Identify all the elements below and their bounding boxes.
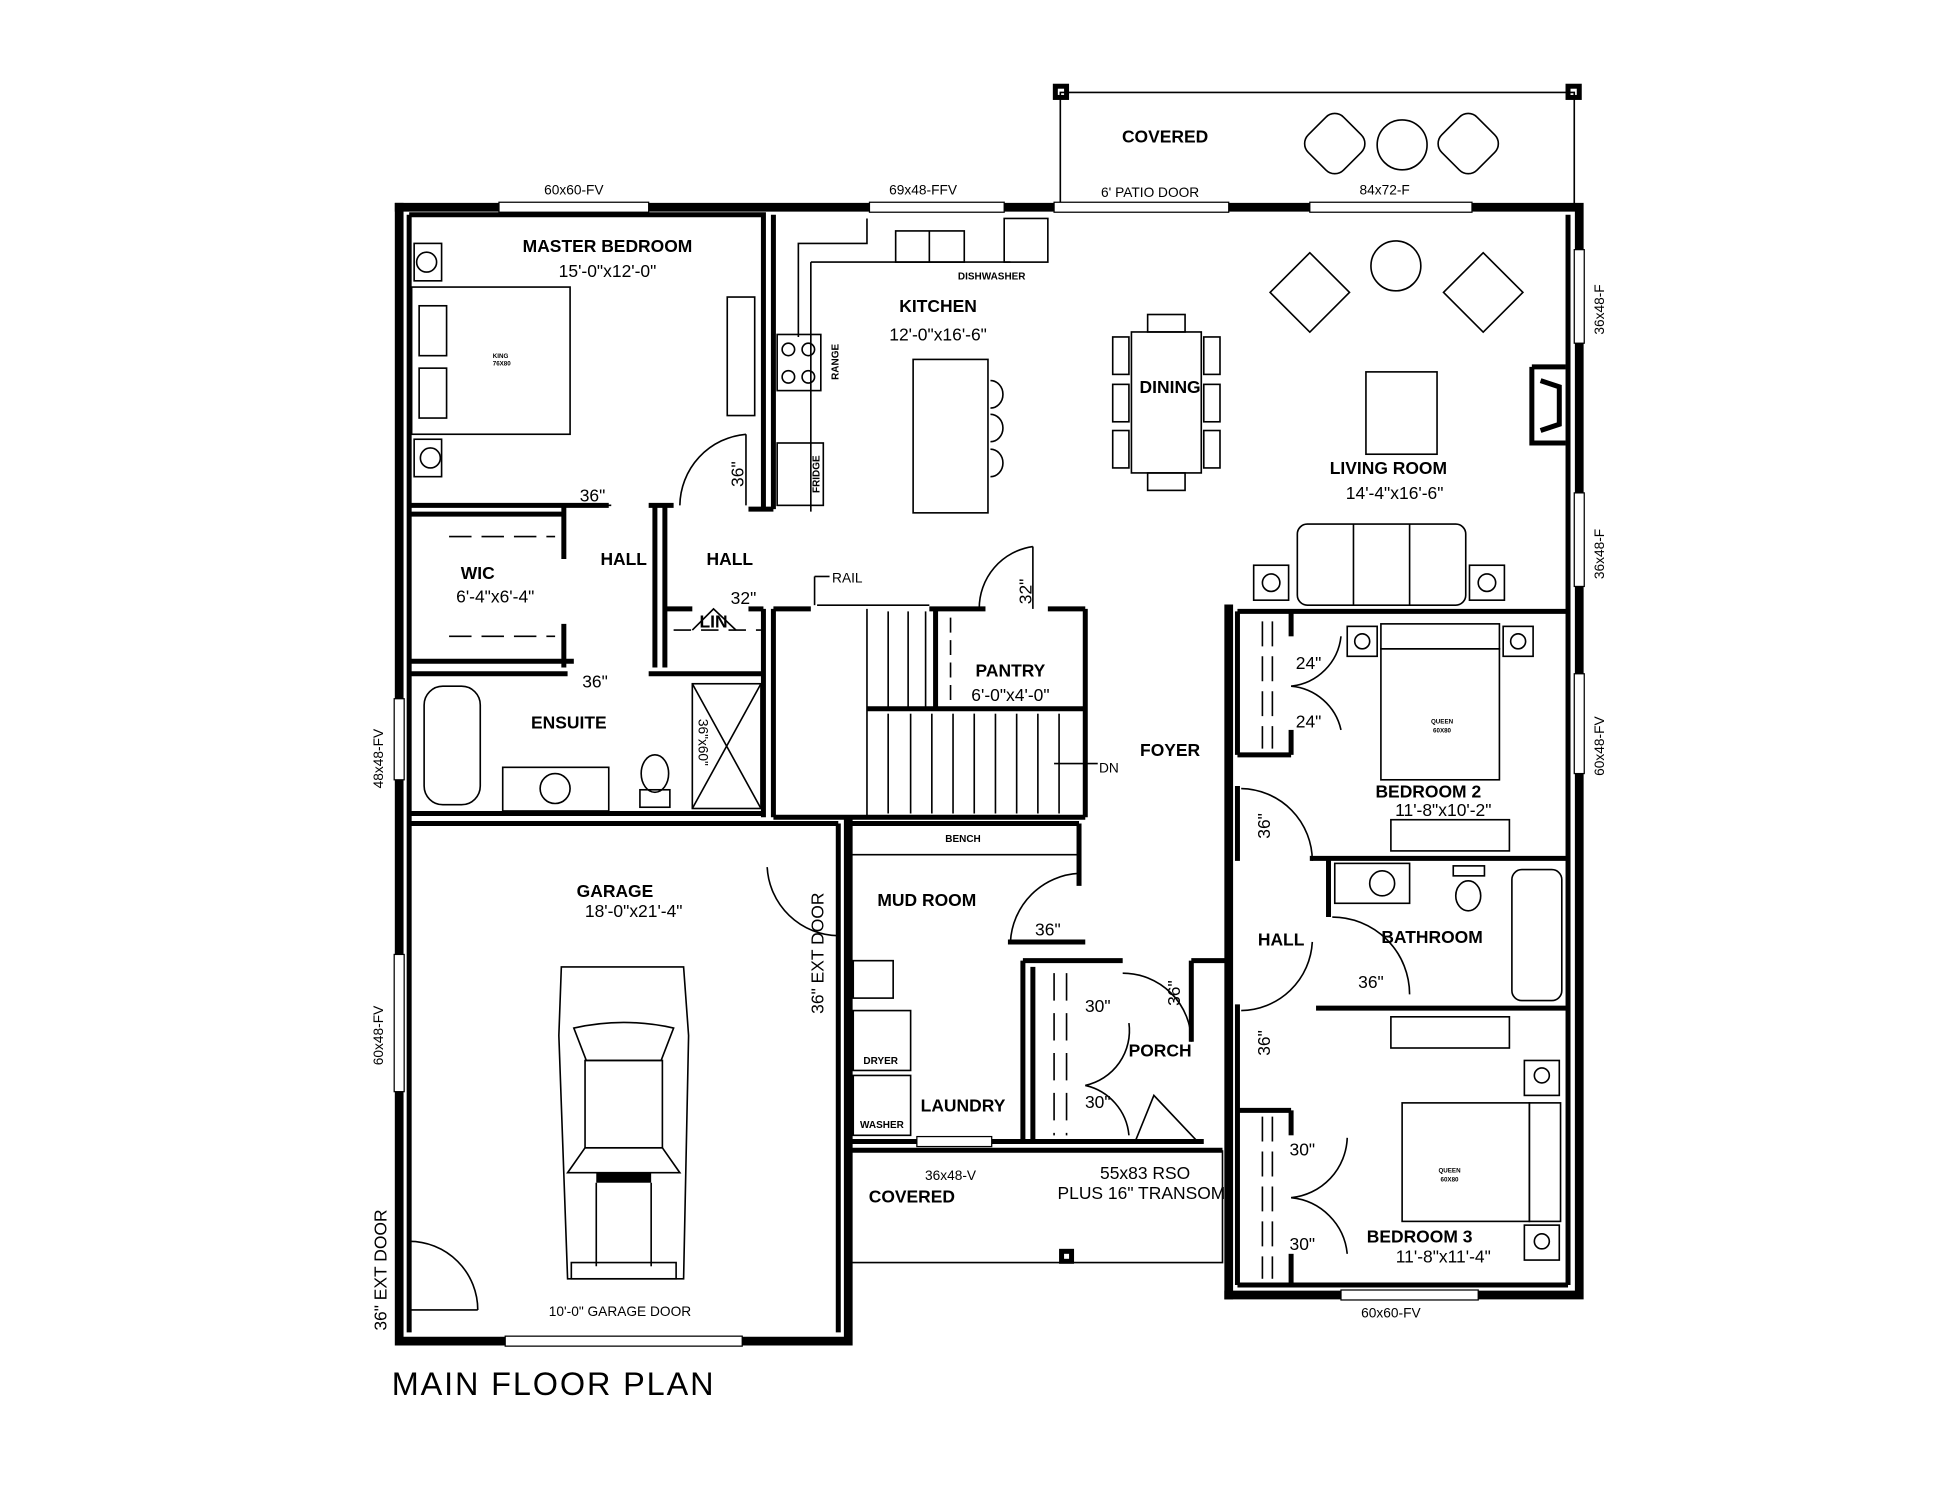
fixture-dishwasher: DISHWASHER: [958, 272, 1026, 283]
fixture-king-bed-size: 76X80: [493, 361, 512, 368]
room-garage-dims: 18'-0"x21'-4": [585, 901, 683, 921]
door-porch: 36": [1164, 980, 1184, 1006]
window-patio-door: 6' PATIO DOOR: [1101, 185, 1199, 200]
room-hall-1: HALL: [600, 549, 647, 569]
room-foyer: FOYER: [1140, 740, 1201, 760]
room-living-dims: 14'-4"x16'-6": [1346, 483, 1444, 503]
door-swings: [409, 433, 1411, 1311]
window-living-right-1: 36x48-F: [1592, 284, 1607, 334]
room-bedroom-3: BEDROOM 3: [1367, 1227, 1473, 1247]
room-hall-3: HALL: [1258, 930, 1305, 950]
window-living-top: 84x72-F: [1359, 183, 1409, 198]
room-wic-dims: 6'-4"x6'-4": [456, 587, 534, 607]
furniture: [410, 112, 1566, 1280]
fixture-labels: DISHWASHER RANGE FRIDGE KING 76X80 QUEEN…: [493, 272, 1461, 1184]
room-bathroom: BATHROOM: [1381, 927, 1482, 947]
door-porch-closet-2: 30": [1085, 1092, 1111, 1112]
door-shower: 36"x60": [696, 719, 711, 766]
room-bedroom-2-dims: 11'-8"x10'-2": [1395, 800, 1491, 820]
window-kitchen-top: 69x48-FFV: [889, 183, 958, 198]
room-porch: PORCH: [1129, 1041, 1192, 1061]
room-linen: LIN: [699, 612, 727, 632]
door-bed2-closet-2: 24": [1296, 711, 1322, 731]
door-bed3-closet-2: 30": [1290, 1234, 1316, 1254]
interior-walls: [406, 212, 1571, 1333]
covered-patio: [1052, 83, 1582, 208]
room-ensuite: ENSUITE: [531, 713, 607, 733]
room-pantry-dims: 6'-0"x4'-0": [971, 685, 1049, 705]
room-master-bedroom: MASTER BEDROOM: [523, 236, 693, 256]
door-pantry: 32": [1016, 579, 1036, 605]
fixture-fridge: FRIDGE: [812, 455, 823, 493]
room-bedroom-3-dims: 11'-8"x11'-4": [1396, 1247, 1491, 1267]
door-ensuite: 36": [582, 671, 608, 691]
plan-title: MAIN FLOOR PLAN: [392, 1366, 714, 1402]
window-front-door-transom: PLUS 16" TRANSOM: [1057, 1183, 1225, 1203]
fixture-dryer: DRYER: [863, 1056, 898, 1067]
room-dining: DINING: [1140, 377, 1201, 397]
room-pantry: PANTRY: [976, 660, 1046, 680]
window-labels: 60x60-FV 69x48-FFV 6' PATIO DOOR 84x72-F…: [371, 183, 1607, 1321]
door-porch-closet-1: 30": [1085, 996, 1111, 1016]
fixture-range: RANGE: [830, 344, 841, 380]
door-bed3: 36": [1254, 1030, 1274, 1056]
room-hall-2: HALL: [706, 549, 753, 569]
fixture-king-bed: KING: [493, 353, 509, 360]
fixture-stairs-dn: DN: [1099, 760, 1119, 775]
room-garage: GARAGE: [577, 881, 654, 901]
fixture-washer: WASHER: [860, 1120, 904, 1131]
fixture-bench: BENCH: [945, 834, 980, 845]
room-covered-front: COVERED: [869, 1187, 955, 1207]
room-laundry: LAUNDRY: [921, 1096, 1006, 1116]
window-garage-left: 60x48-FV: [371, 1005, 386, 1065]
windows: [393, 201, 1585, 1347]
fixture-queen-bed-3: QUEEN: [1438, 1168, 1461, 1175]
door-bathroom: 36": [1358, 972, 1384, 992]
fixture-queen-bed-2: QUEEN: [1431, 719, 1454, 726]
fixture-queen-bed-2-size: 60X80: [1433, 727, 1452, 734]
room-bedroom-2: BEDROOM 2: [1375, 781, 1481, 801]
room-mud-room: MUD ROOM: [877, 890, 976, 910]
room-master-bedroom-dims: 15'-0"x12'-0": [559, 261, 657, 281]
door-garage-door: 10'-0" GARAGE DOOR: [549, 1304, 692, 1319]
window-laundry-bottom: 36x48-V: [925, 1168, 977, 1183]
window-bedroom2-right: 60x48-FV: [1592, 716, 1607, 776]
room-labels: COVERED MASTER BEDROOM 15'-0"x12'-0" KIT…: [456, 126, 1491, 1266]
room-wic: WIC: [461, 563, 495, 583]
room-kitchen: KITCHEN: [899, 296, 977, 316]
door-bed2: 36": [1254, 813, 1274, 839]
window-front-door: 55x83 RSO: [1100, 1163, 1190, 1183]
door-linen: 32": [731, 588, 757, 608]
door-mud-room: 36": [1035, 920, 1061, 940]
window-ensuite-left: 48x48-FV: [371, 728, 386, 788]
door-bed3-closet-1: 30": [1290, 1139, 1316, 1159]
door-master-hall: 36": [580, 486, 606, 506]
door-labels: 36" 36" 32" 32" 36" 36"x60" 24" 24" 36" …: [371, 461, 1384, 1330]
door-garage-ext: 36" EXT DOOR: [371, 1209, 391, 1330]
window-bedroom3-bottom: 60x60-FV: [1361, 1305, 1421, 1320]
door-master: 36": [727, 461, 747, 487]
window-living-right-2: 36x48-F: [1592, 529, 1607, 579]
door-bed2-closet-1: 24": [1296, 653, 1322, 673]
door-mud-ext: 36" EXT DOOR: [807, 893, 827, 1014]
fixture-queen-bed-3-size: 60X80: [1441, 1176, 1460, 1183]
room-covered-patio: COVERED: [1122, 126, 1208, 146]
room-living: LIVING ROOM: [1330, 458, 1447, 478]
car-drawing: [558, 966, 690, 1280]
window-master-top: 60x60-FV: [544, 183, 604, 198]
fixture-rail: RAIL: [832, 571, 863, 586]
room-kitchen-dims: 12'-0"x16'-6": [889, 325, 987, 345]
